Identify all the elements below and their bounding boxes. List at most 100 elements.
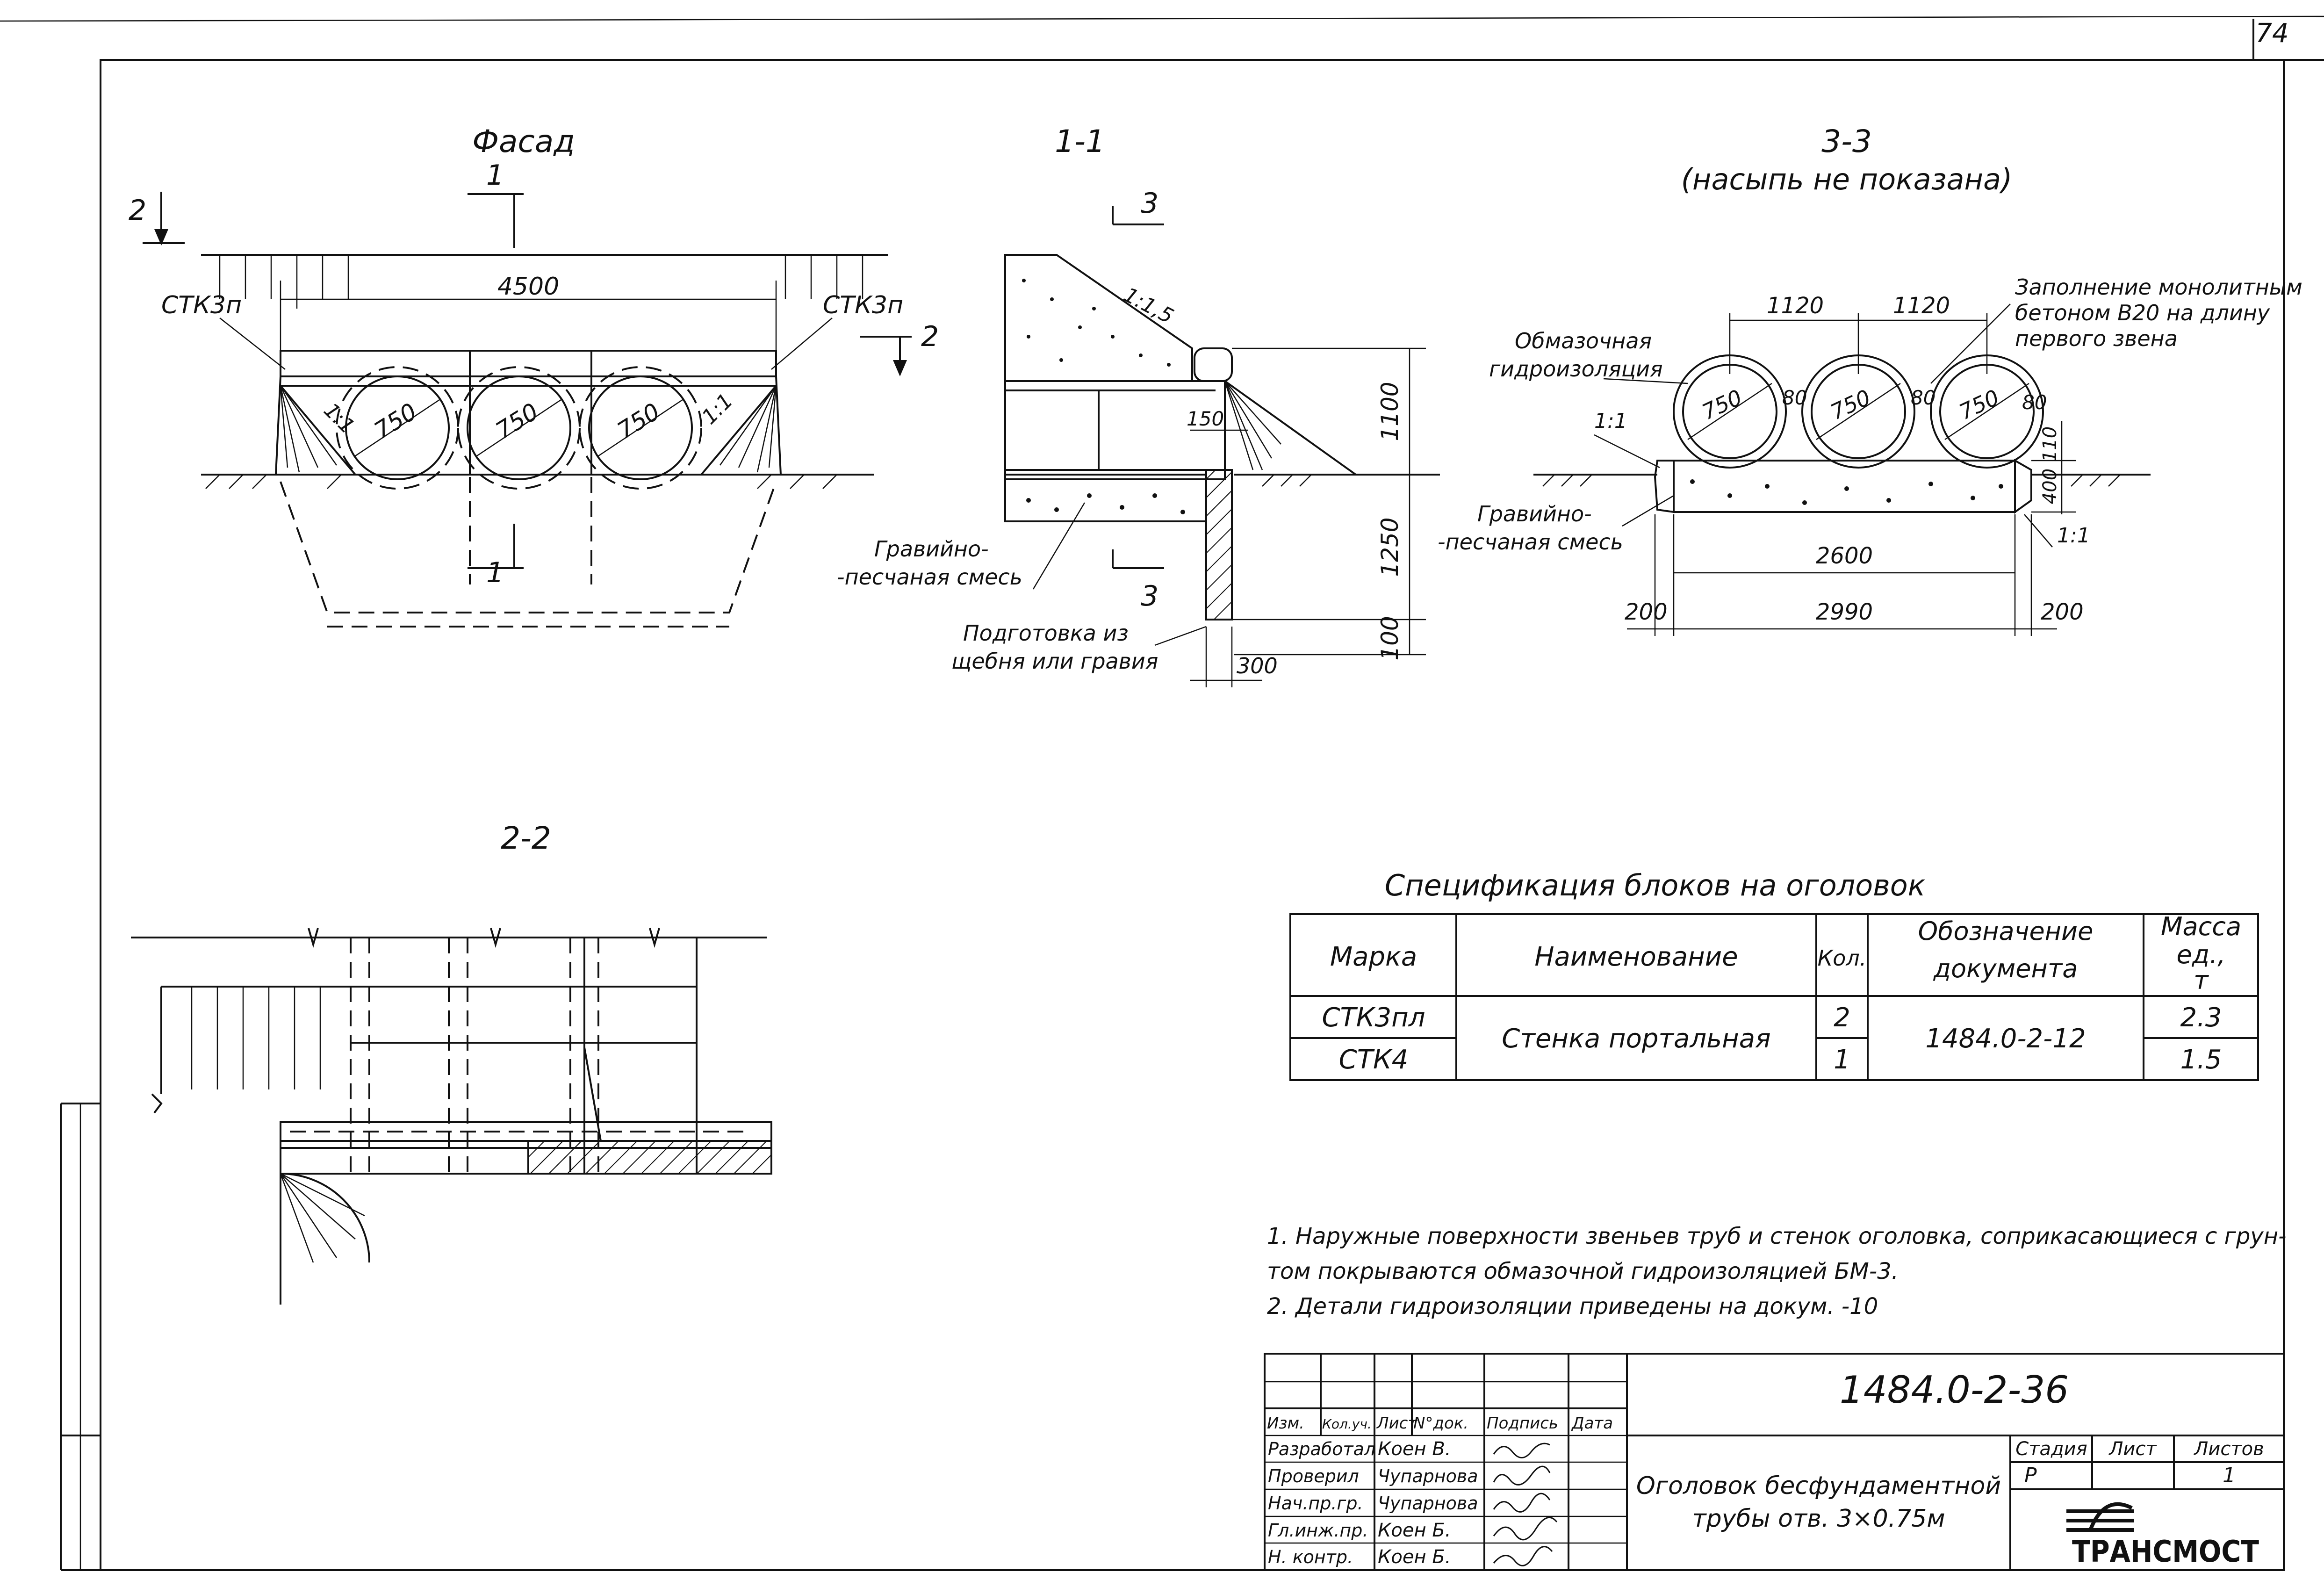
spec-table: Спецификация блоков на оголовок Марка На… [1289, 868, 2259, 1081]
dim-2990: 2990 [1816, 599, 1873, 625]
section-1-1-mark-3-top: 3 [1141, 187, 1158, 220]
spec-shared-doc: 1484.0-2-12 [1925, 1024, 2086, 1054]
dim-1120-a: 1120 [1767, 293, 1824, 319]
section-mark-1-top: 1 [486, 159, 504, 192]
facade-title: Фасад [472, 123, 575, 159]
facade-pipe-dim-1: 750 [369, 398, 422, 445]
tb-header-date: Дата [1571, 1414, 1613, 1433]
section-3-3-subtitle: (насыпь не показана) [1681, 162, 2013, 196]
page-number: 74 [2255, 18, 2288, 49]
section-1-1-slope: 1:1,5 [1120, 283, 1178, 329]
tb-role-1: Разработал [1268, 1439, 1375, 1459]
coat-label-line-2: гидроизоляция [1489, 356, 1663, 382]
tb-header-izm: Изм. [1267, 1414, 1304, 1433]
facade-slope-left: 1:1 [319, 398, 359, 439]
spec-header-mass-1: Масса [2161, 912, 2241, 941]
tb-title-line-2: трубы отв. 3×0.75м [1692, 1505, 1945, 1533]
section-1-1-mark-3-bottom: 3 [1141, 580, 1158, 613]
dim-1120-b: 1120 [1893, 293, 1950, 319]
tb-role-5: Н. контр. [1268, 1547, 1353, 1567]
tb-sheet-label: Лист [2108, 1438, 2157, 1460]
facade-slope-right: 1:1 [698, 389, 738, 429]
notes: 1. Наружные поверхности звеньев труб и с… [1267, 1223, 2286, 1320]
dim-200-left: 200 [1625, 599, 1668, 625]
gap-dim-b: 80 [1911, 386, 1935, 409]
fill-note-line-2: бетоном В20 на длину [2015, 300, 2270, 325]
facade-label-right: СТК3п [823, 291, 903, 319]
tb-name-4: Коен Б. [1378, 1520, 1451, 1541]
note-line-3: 2. Детали гидроизоляции приведены на док… [1267, 1293, 1878, 1320]
spec-shared-name: Стенка портальная [1502, 1024, 1771, 1054]
tb-name-3: Чупарнова [1378, 1493, 1478, 1514]
fill-note-line-3: первого звена [2015, 326, 2178, 351]
note-line-2: том покрываются обмазочной гидроизоляцие… [1267, 1258, 1899, 1284]
tb-stage-value: Р [2024, 1464, 2037, 1487]
section-1-1-view: 1-1 3 1:1,5 [837, 123, 1440, 687]
tb-sheets-label: Листов [2193, 1438, 2264, 1460]
tb-stage-label: Стадия [2015, 1438, 2087, 1460]
spec-header-name: Наименование [1534, 942, 1738, 972]
company-logo-text: ТРАНСМОСТ [2072, 1535, 2259, 1569]
spec-row-1-mass: 2.3 [2180, 1003, 2222, 1033]
pipe-dim-3-3-c: 750 [1955, 384, 2003, 425]
spec-header-doc-2: документа [1933, 954, 2078, 983]
tb-title-line-1: Оголовок бесфундаментной [1636, 1472, 2001, 1500]
gap-dim-c: 80 [2022, 391, 2047, 414]
tb-role-2: Проверил [1268, 1466, 1359, 1486]
spec-row-1-qty: 2 [1834, 1003, 1850, 1033]
facade-pipe-dim-3: 750 [612, 398, 665, 445]
spec-title: Спецификация блоков на оголовок [1385, 868, 1926, 902]
spec-header-mark: Марка [1330, 942, 1417, 972]
dim-200-right: 200 [2041, 599, 2084, 625]
section-mark-2-right: 2 [921, 320, 939, 353]
facade-dim-4500: 4500 [497, 273, 559, 301]
spec-header-qty: Кол. [1818, 945, 1867, 971]
tb-doc-number: 1484.0-2-36 [1840, 1368, 2069, 1412]
prep-label-b: щебня или гравия [951, 649, 1158, 674]
spec-row-2-mass: 1.5 [2180, 1045, 2222, 1075]
slope-3-3-left: 1:1 [1594, 409, 1627, 433]
facade-pipe-dim-2: 750 [491, 398, 543, 445]
section-2-2-title: 2-2 [501, 820, 551, 856]
gravel-label-1-1-a: Гравийно- [874, 536, 989, 562]
gravel-label-1-1-b: -песчаная смесь [837, 564, 1022, 590]
tb-header-kol: Кол.уч. [1322, 1416, 1372, 1432]
title-block: Изм. Кол.уч. Лист N°док. Подпись Дата Ра… [1264, 1353, 2285, 1571]
dim-1100: 1100 [1376, 382, 1403, 441]
spec-row-2-qty: 1 [1834, 1045, 1850, 1075]
spec-row-1-mark: СТК3пл [1322, 1003, 1425, 1033]
tb-header-list: Лист [1376, 1414, 1417, 1433]
tb-name-5: Коен Б. [1378, 1546, 1451, 1568]
slope-3-3-right: 1:1 [2057, 524, 2090, 548]
facade-view: Фасад 1 2 4500 [129, 123, 939, 628]
prep-label-a: Подготовка из [963, 620, 1129, 646]
tb-header-doc: N°док. [1413, 1414, 1468, 1433]
dim-110: 110 [2039, 426, 2061, 462]
section-mark-2-left: 2 [129, 194, 146, 227]
pipe-dim-3-3-b: 750 [1827, 384, 1874, 425]
dim-2600: 2600 [1816, 543, 1873, 569]
gap-dim-a: 80 [1782, 386, 1807, 409]
tb-name-1: Коен В. [1378, 1438, 1451, 1460]
section-mark-1-bottom: 1 [486, 556, 504, 589]
spec-row-2-mark: СТК4 [1339, 1045, 1409, 1075]
pipe-dim-3-3-a: 750 [1698, 384, 1746, 425]
section-3-3-title: 3-3 [1821, 123, 1872, 159]
spec-header-doc-1: Обозначение [1918, 916, 2094, 946]
dim-1250: 1250 [1376, 517, 1403, 577]
tb-header-sign: Подпись [1487, 1414, 1558, 1433]
sheet-frame [0, 15, 2324, 1571]
gravel-label-3-3-a: Гравийно- [1477, 501, 1592, 527]
gravel-label-3-3-b: -песчаная смесь [1438, 529, 1623, 555]
dim-300: 300 [1237, 653, 1278, 678]
company-logo: ТРАНСМОСТ [2066, 1502, 2259, 1569]
fill-note-line-1: Заполнение монолитным [2015, 274, 2302, 300]
tb-role-3: Нач.пр.гр. [1268, 1493, 1363, 1514]
facade-label-left: СТК3п [161, 291, 242, 319]
dim-400: 400 [2039, 469, 2061, 504]
tb-name-2: Чупарнова [1378, 1466, 1478, 1486]
section-3-3-view: 3-3 (насыпь не показана) 1120 1120 750 7… [1438, 123, 2302, 636]
coat-label-line-1: Обмазочная [1515, 328, 1652, 353]
spec-header-mass-3: т [2194, 966, 2209, 995]
